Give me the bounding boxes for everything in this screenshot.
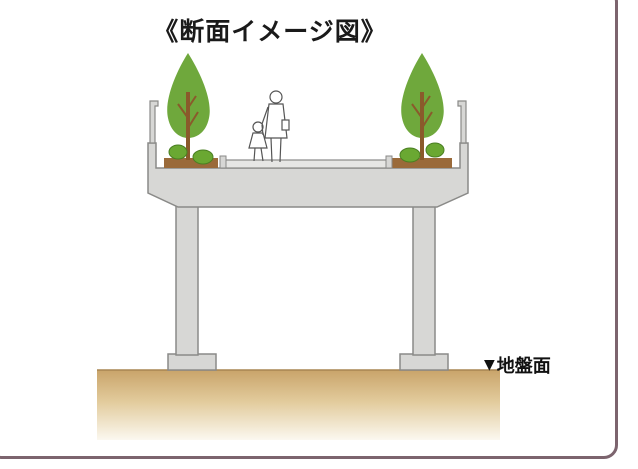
diagram-title: 《断面イメージ図》 <box>153 17 387 46</box>
child-pedestrian-icon <box>248 121 268 162</box>
left-curb <box>219 155 227 169</box>
left-parapet <box>149 100 159 144</box>
left-tree-icon <box>167 53 210 160</box>
walkway <box>221 159 391 169</box>
right-tree-icon <box>401 53 444 160</box>
ground-soil <box>97 370 500 440</box>
ground-level-text: 地盤面 <box>496 356 551 377</box>
down-triangle-icon: ▼ <box>484 357 495 373</box>
woman-pedestrian-icon <box>261 90 290 163</box>
right-pier <box>399 205 449 371</box>
ground-level-label: ▼ 地盤面 <box>484 352 551 378</box>
right-curb <box>385 155 393 169</box>
left-pier <box>167 205 217 371</box>
left-shrubs-icon <box>168 144 214 165</box>
right-planter-soil <box>392 158 452 168</box>
right-shrubs-icon <box>399 142 445 163</box>
left-planter-soil <box>164 158 218 168</box>
deck-girder <box>147 142 469 208</box>
right-parapet <box>457 100 467 144</box>
